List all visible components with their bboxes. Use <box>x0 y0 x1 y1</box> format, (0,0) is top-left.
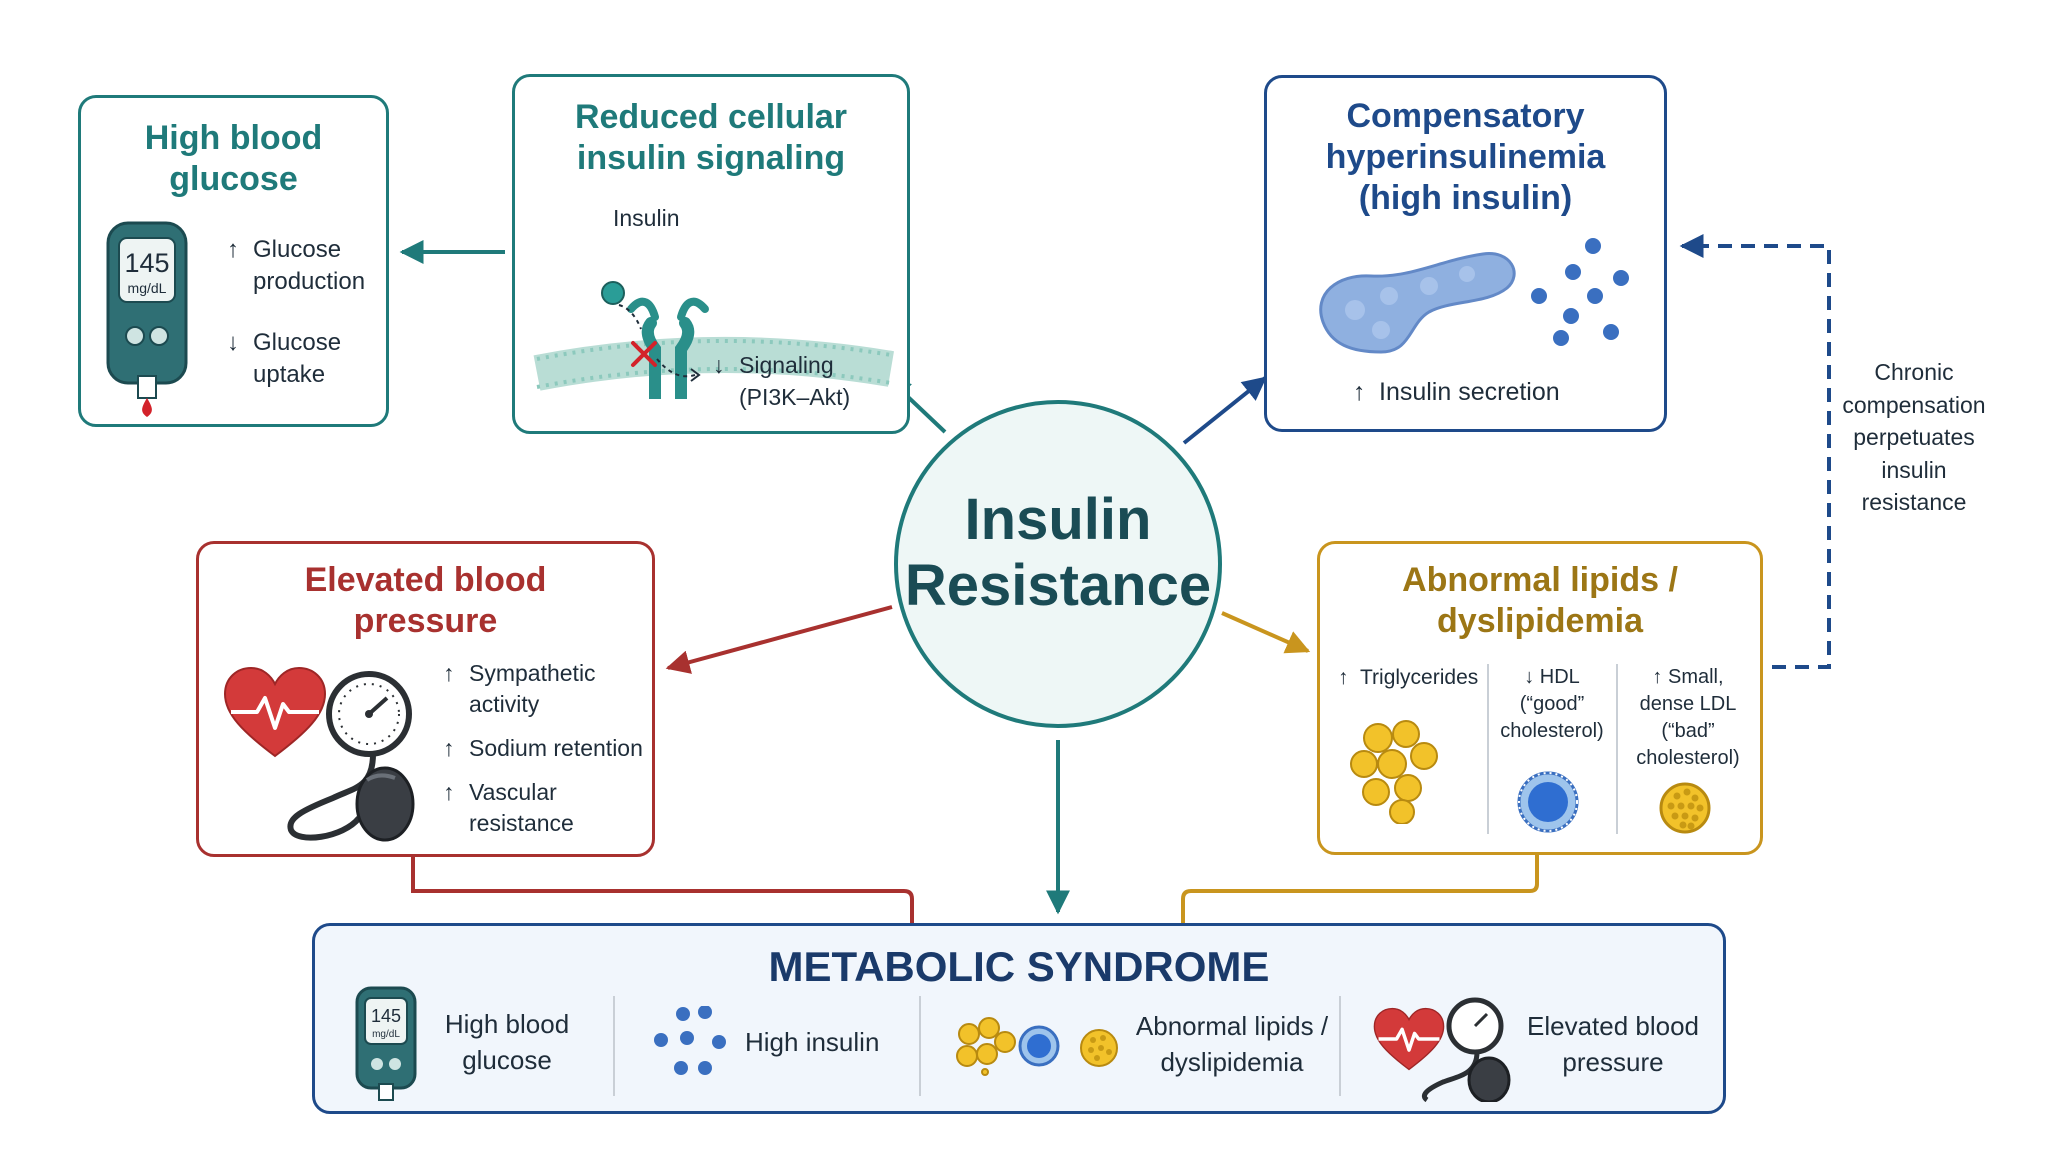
hdl-particle-icon <box>1517 771 1579 833</box>
glucose-box: High blood glucose 145 mg/dL ↑Glucose pr… <box>78 95 389 427</box>
syndrome-lipids-label: Abnormal lipids / dyslipidemia <box>1135 1011 1329 1077</box>
insulin-label: Insulin <box>613 205 680 231</box>
signaling-label: ↓Signaling (PI3K–Akt) <box>713 352 851 410</box>
syndrome-heart-icon <box>1373 1007 1445 1071</box>
meter-unit-text: mg/dL <box>128 280 167 296</box>
lipids-box-title: Abnormal lipids / dyslipidemia <box>1402 561 1678 640</box>
syndrome-glucose-meter-icon: 145 mg/dL <box>355 986 417 1101</box>
hyperinsulinemia-box-title: Compensatory hyperinsulinemia (high insu… <box>1325 97 1606 217</box>
syndrome-gauge-icon <box>1421 997 1511 1102</box>
hdl-label: ↓ HDL (“good” cholesterol) <box>1500 666 1604 742</box>
ldl-particle-icon <box>1659 782 1711 834</box>
metabolic-syndrome-title: METABOLIC SYNDROME <box>768 943 1270 990</box>
connector-lipids-to-syndrome <box>1181 855 1539 924</box>
pressure-box-title: Elevated blood pressure <box>304 561 547 640</box>
triglyceride-droplets-icon <box>1350 720 1438 824</box>
signaling-box: Reduced cellular insulin signaling Insul… <box>512 74 910 434</box>
insulin-dots-icon <box>1531 238 1629 346</box>
blocked-signal-x-icon <box>631 341 657 367</box>
lipids-divider-1 <box>1487 664 1489 834</box>
feedback-note: Chronic compensation perpetuates insulin… <box>1842 359 1986 515</box>
glucose-meter-icon: 145 mg/dL <box>106 221 188 417</box>
syndrome-lipids-icon <box>956 1017 1118 1076</box>
syndrome-divider-2 <box>919 996 921 1096</box>
sodium-retention-label: ↑Sodium retention <box>443 735 643 761</box>
blood-pressure-gauge-icon <box>287 671 415 842</box>
arrow-center-to-hyperinsulinemia <box>1182 376 1267 445</box>
pancreas-icon <box>1319 252 1516 354</box>
feedback-dashed-arrow <box>1679 234 1831 669</box>
metabolic-syndrome-box: METABOLIC SYNDROME 145 mg/dL High blood … <box>312 923 1726 1114</box>
cell-membrane-receptor-icon <box>533 281 894 399</box>
connector-pressure-to-syndrome <box>411 855 914 924</box>
lipids-divider-2 <box>1616 664 1618 834</box>
syndrome-divider-1 <box>613 996 615 1096</box>
arrow-center-to-lipids <box>1221 611 1311 654</box>
syndrome-divider-3 <box>1339 996 1341 1096</box>
syndrome-pressure-label: Elevated blood pressure <box>1526 1011 1700 1077</box>
glucose-uptake-label: ↓Glucose uptake <box>227 329 342 388</box>
signal-dashed-arrow-icon <box>656 358 701 382</box>
glucose-box-title: High blood glucose <box>144 119 323 198</box>
hyperinsulinemia-box: Compensatory hyperinsulinemia (high insu… <box>1264 75 1667 432</box>
meter-value-text: 145 <box>124 248 169 278</box>
insulin-resistance-circle: Insulin Resistance <box>894 400 1222 728</box>
pressure-box: Elevated blood pressure ↑Sympathetic act… <box>196 541 655 857</box>
syndrome-glucose-label: High blood glucose <box>444 1009 570 1075</box>
signaling-box-title: Reduced cellular insulin signaling <box>574 98 848 177</box>
syndrome-meter-value-text: 145 <box>371 1006 401 1026</box>
glucose-production-label: ↑Glucose production <box>227 236 366 295</box>
vascular-resistance-label: ↑Vascular resistance <box>443 779 574 836</box>
arrow-center-to-pressure <box>665 605 893 674</box>
syndrome-insulin-label: High insulin <box>745 1027 880 1057</box>
insulin-secretion-label: ↑Insulin secretion <box>1353 378 1560 406</box>
triglycerides-label: ↑Triglycerides <box>1338 666 1479 689</box>
sympathetic-activity-label: ↑Sympathetic activity <box>443 660 596 717</box>
ldl-label: ↑ Small, dense LDL (“bad” cholesterol) <box>1636 666 1740 769</box>
lipids-box: Abnormal lipids / dyslipidemia ↑Triglyce… <box>1317 541 1763 855</box>
heart-pulse-icon <box>223 666 327 758</box>
syndrome-insulin-dots-icon <box>654 1006 726 1075</box>
syndrome-meter-unit-text: mg/dL <box>372 1029 400 1040</box>
insulin-resistance-label: Insulin Resistance <box>904 487 1212 618</box>
